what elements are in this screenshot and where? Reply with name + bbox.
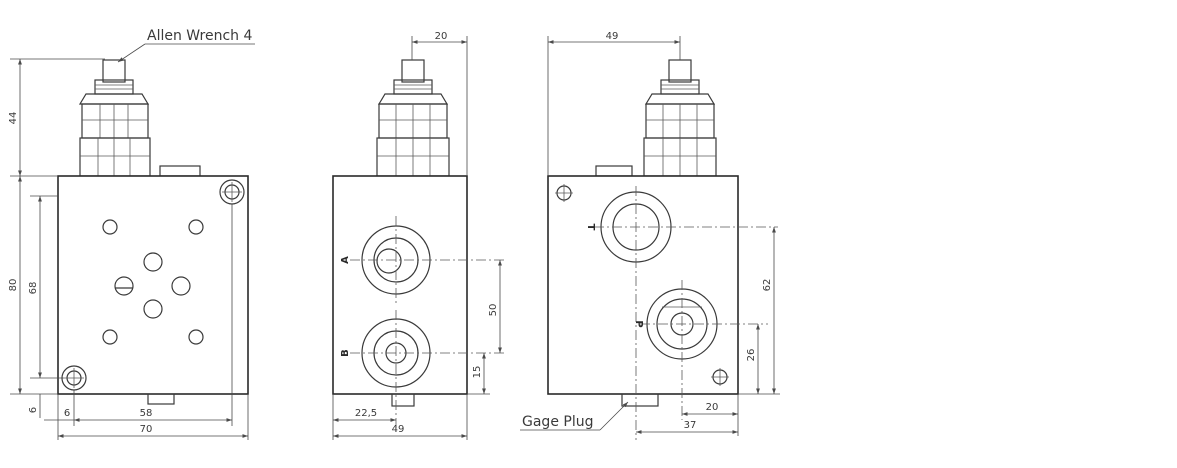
port-label-a: A bbox=[340, 256, 351, 264]
label-gage-plug: Gage Plug bbox=[522, 414, 593, 430]
valve-body-front bbox=[57, 175, 249, 395]
dim-58: 58 bbox=[140, 408, 153, 419]
side-view bbox=[332, 36, 505, 440]
dim-26: 26 bbox=[746, 349, 757, 362]
valve-body-rear bbox=[547, 175, 739, 395]
adjuster-assembly bbox=[376, 59, 450, 177]
dim-6-horizontal: 6 bbox=[64, 408, 70, 419]
rear-view bbox=[520, 36, 780, 440]
dim-49-top: 49 bbox=[606, 31, 619, 42]
valve-body-side bbox=[332, 175, 468, 395]
label-allen-wrench: Allen Wrench 4 bbox=[147, 28, 252, 44]
dim-44: 44 bbox=[8, 112, 19, 125]
dim-68: 68 bbox=[28, 282, 39, 295]
port-label-p: P bbox=[633, 320, 644, 327]
adjuster-assembly bbox=[78, 59, 201, 177]
dim-22-5: 22,5 bbox=[355, 408, 377, 419]
dim-49-bottom: 49 bbox=[392, 424, 405, 435]
dim-6-vertical: 6 bbox=[28, 407, 39, 413]
front-view bbox=[10, 43, 255, 440]
dim-80: 80 bbox=[8, 279, 19, 292]
dim-15: 15 bbox=[472, 366, 483, 379]
dim-50: 50 bbox=[488, 304, 499, 317]
dim-70: 70 bbox=[140, 424, 153, 435]
dim-37: 37 bbox=[684, 420, 697, 431]
port-label-t: T bbox=[585, 224, 596, 231]
dim-62: 62 bbox=[762, 279, 773, 292]
port-label-b: B bbox=[340, 349, 351, 357]
dim-20-top: 20 bbox=[435, 31, 448, 42]
dim-20-bottom: 20 bbox=[706, 402, 719, 413]
adjuster-assembly bbox=[595, 59, 717, 177]
